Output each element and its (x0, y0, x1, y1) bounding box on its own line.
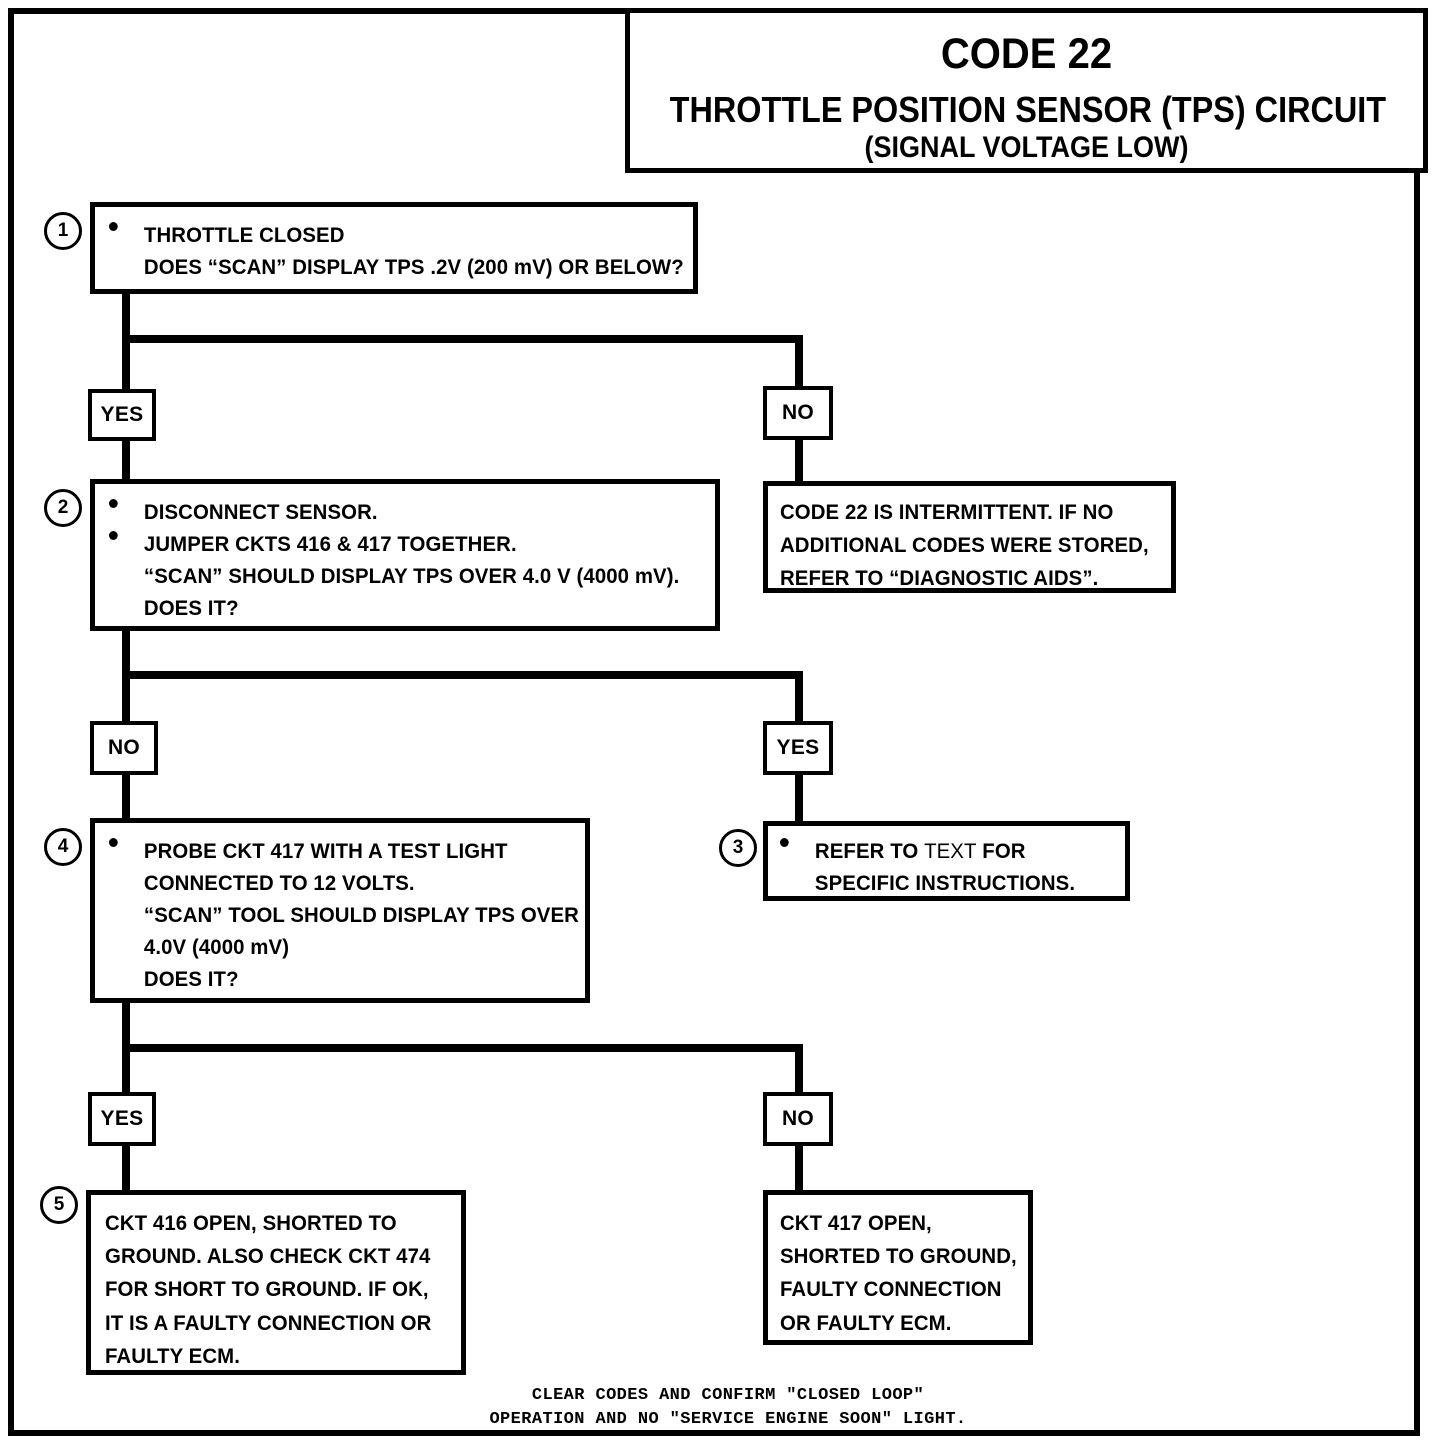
branch-label-no-3: NO (763, 1092, 833, 1146)
step4-line-1: PROBE CKT 417 WITH A TEST LIGHT (109, 836, 559, 868)
bullet-spacer (109, 252, 144, 254)
step2-line-3: “SCAN” SHOULD DISPLAY TPS OVER 4.0 V (40… (109, 561, 685, 593)
step4-line-4: 4.0V (4000 mV) (109, 932, 559, 964)
bullet-icon (109, 220, 144, 231)
ckt417-line-1: CKT 417 OPEN, (780, 1212, 932, 1235)
step3-line-2: SPECIFIC INSTRUCTIONS. (780, 868, 1105, 900)
step-number-2: 2 (44, 489, 82, 527)
footer-line-1: CLEAR CODES AND CONFIRM "CLOSED LOOP" (531, 1386, 925, 1405)
step3-line-1: REFER TO TEXT FOR (780, 836, 1105, 868)
step4-line-3: “SCAN” TOOL SHOULD DISPLAY TPS OVER (109, 900, 579, 932)
bullet-spacer (109, 964, 144, 966)
connector-step1-down (122, 288, 130, 343)
step5-line-3: FOR SHORT TO GROUND. IF OK, (105, 1278, 429, 1302)
step-number-5: 5 (40, 1186, 78, 1224)
bullet-icon (109, 529, 144, 540)
step4-line-2: CONNECTED TO 12 VOLTS. (109, 868, 559, 900)
step5-line-2: GROUND. ALSO CHECK CKT 474 (105, 1245, 431, 1269)
step2-line-2: JUMPER CKTS 416 & 417 TOGETHER. (109, 529, 685, 561)
bullet-icon (109, 836, 144, 847)
intermittent-line-3: REFER TO “DIAGNOSTIC AIDS”. (780, 567, 1099, 591)
result-box-ckt417: CKT 417 OPEN, SHORTED TO GROUND, FAULTY … (763, 1190, 1033, 1345)
footer-line-2: OPERATION AND NO "SERVICE ENGINE SOON" L… (489, 1409, 967, 1429)
step5-line-4: IT IS A FAULTY CONNECTION OR (105, 1311, 432, 1335)
ckt417-line-2: SHORTED TO GROUND, (780, 1245, 1017, 1269)
step3-text-word: TEXT (924, 840, 977, 863)
connector-step4-down (122, 996, 130, 1051)
step2-line-4: DOES IT? (109, 593, 685, 625)
page-title-main: THROTTLE POSITION SENSOR (TPS) CIRCUIT (669, 89, 1387, 130)
result-box-intermittent: CODE 22 IS INTERMITTENT. IF NO ADDITIONA… (763, 481, 1176, 593)
step-box-4: PROBE CKT 417 WITH A TEST LIGHT CONNECTE… (90, 818, 590, 1003)
step-number-4-label: 4 (57, 836, 69, 857)
step5-line-5: FAULTY ECM. (105, 1344, 240, 1368)
step-number-4: 4 (44, 828, 82, 866)
ckt417-line-3: FAULTY CONNECTION (780, 1278, 1002, 1302)
intermittent-line-2: ADDITIONAL CODES WERE STORED, (780, 534, 1149, 558)
connector-junction2-horizontal (122, 671, 803, 679)
bullet-spacer (109, 868, 144, 870)
step1-line-2: DOES “SCAN” DISPLAY TPS .2V (200 mV) OR … (109, 252, 684, 284)
step1-line-1: THROTTLE CLOSED (109, 220, 664, 252)
step4-line-5: DOES IT? (109, 964, 559, 996)
step-box-2: DISCONNECT SENSOR. JUMPER CKTS 416 & 417… (90, 479, 720, 631)
step3-refer-to: REFER TO (814, 840, 925, 863)
step-number-1-label: 1 (57, 220, 69, 241)
intermittent-line-1: CODE 22 IS INTERMITTENT. IF NO (780, 501, 1114, 524)
bullet-spacer (109, 900, 144, 902)
branch-label-yes-3: YES (88, 1092, 156, 1146)
step-number-5-label: 5 (53, 1194, 65, 1215)
bullet-icon (780, 836, 815, 847)
title-block: CODE 22 THROTTLE POSITION SENSOR (TPS) C… (625, 8, 1428, 173)
footer-note: CLEAR CODES AND CONFIRM "CLOSED LOOP" OP… (0, 1384, 1456, 1432)
bullet-spacer (109, 593, 144, 595)
branch-label-yes-1: YES (88, 389, 156, 441)
ckt417-line-4: OR FAULTY ECM. (780, 1311, 952, 1335)
step-box-3: REFER TO TEXT FOR SPECIFIC INSTRUCTIONS. (763, 821, 1130, 901)
step5-line-1: CKT 416 OPEN, SHORTED TO (105, 1212, 397, 1235)
connector-junction3-horizontal (122, 1044, 803, 1052)
step-number-3-label: 3 (732, 837, 744, 858)
branch-label-no-1: NO (763, 386, 833, 440)
step-number-1: 1 (44, 212, 82, 250)
bullet-icon (109, 497, 144, 508)
step-number-2-label: 2 (57, 497, 69, 518)
bullet-spacer (780, 868, 815, 870)
bullet-spacer (109, 561, 144, 563)
page-title-code: CODE 22 (940, 30, 1113, 78)
step-box-1: THROTTLE CLOSED DOES “SCAN” DISPLAY TPS … (90, 202, 698, 294)
page-title-sub: (SIGNAL VOLTAGE LOW) (864, 131, 1189, 164)
branch-label-yes-2: YES (763, 721, 833, 775)
bullet-spacer (109, 932, 144, 934)
connector-step2-down (122, 625, 130, 680)
step-box-5: CKT 416 OPEN, SHORTED TO GROUND. ALSO CH… (86, 1190, 466, 1375)
step3-for-word: FOR (976, 840, 1026, 863)
branch-label-no-2: NO (90, 721, 158, 775)
step2-line-1: DISCONNECT SENSOR. (109, 497, 685, 529)
connector-junction1-horizontal (122, 335, 803, 343)
step-number-3: 3 (719, 829, 757, 867)
